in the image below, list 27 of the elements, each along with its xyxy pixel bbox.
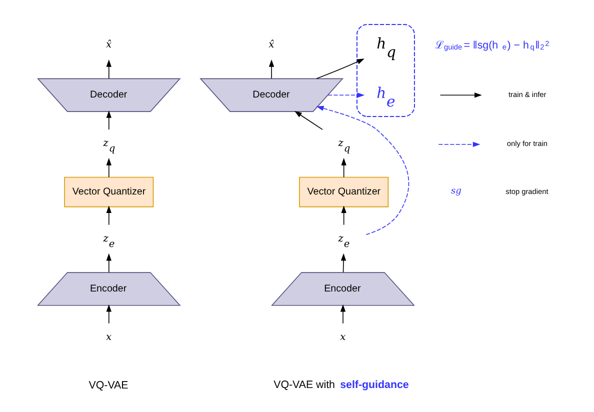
node-box: Vector Quantizer	[64, 176, 154, 208]
arrow	[106, 304, 112, 324]
legend-label: only for train	[506, 139, 548, 148]
node-text: x̂	[106, 40, 112, 51]
label: VQ-VAE with self-guidance	[274, 378, 409, 391]
arrow	[340, 253, 346, 273]
arrow	[340, 304, 346, 324]
arrow	[106, 110, 112, 130]
node-box: Vector Quantizer	[299, 176, 389, 208]
arrow	[106, 206, 112, 226]
arrow	[106, 59, 112, 79]
node-text: x	[106, 332, 112, 343]
arrow	[341, 206, 346, 226]
arrow	[316, 58, 364, 80]
arrow	[106, 158, 112, 178]
node-text: x̂	[268, 40, 274, 51]
arrow	[341, 158, 346, 178]
arrow	[106, 253, 112, 273]
label: VQ-VAE	[88, 380, 128, 392]
label: sg	[451, 186, 462, 197]
node-text: x	[340, 332, 346, 343]
legend-label: train & infer	[508, 90, 546, 99]
arrow	[328, 92, 365, 98]
arrow	[268, 59, 274, 79]
arrow	[294, 111, 323, 130]
arrow	[316, 106, 410, 235]
legend-label: stop gradient	[506, 186, 548, 196]
